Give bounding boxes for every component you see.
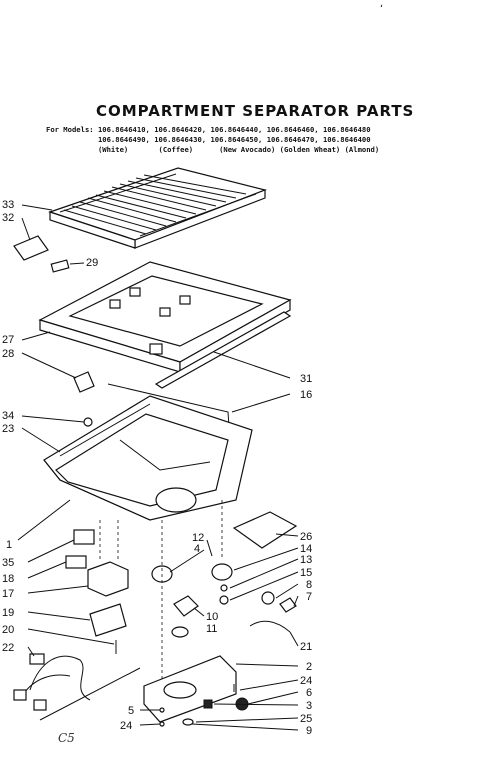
cam-part[interactable] (173, 595, 199, 617)
models-row-1: 106.8646410, 106.8646420, 106.8646440, 1… (97, 125, 371, 134)
separator-frame-part[interactable] (38, 261, 292, 374)
page-title: COMPARTMENT SEPARATOR PARTS (96, 102, 415, 120)
lamp-wire-part[interactable] (249, 620, 291, 633)
callout-3: 3 (306, 700, 312, 712)
callout-16: 16 (300, 389, 312, 401)
connector-part[interactable] (65, 555, 87, 569)
callout-14: 14 (300, 543, 312, 555)
callout-10: 10 (206, 611, 218, 623)
switch-part[interactable] (73, 529, 95, 545)
callout-21: 21 (300, 641, 312, 653)
small-screw-part[interactable] (159, 707, 165, 713)
signature: C5 (58, 731, 75, 745)
clip-part[interactable] (50, 259, 70, 273)
models-row-3: (White) (Coffee) (New Avocado) (Golden W… (97, 145, 380, 154)
callout-34: 34 (2, 410, 14, 422)
callout-8: 8 (306, 579, 312, 591)
callout-20: 20 (2, 624, 14, 636)
washer-part[interactable] (219, 595, 229, 605)
callout-5: 5 (128, 705, 134, 717)
top-mark: ʻ (380, 4, 384, 15)
lamp-part[interactable] (261, 591, 275, 605)
models-prefix: For Models: (46, 125, 94, 134)
callout-27: 27 (2, 334, 14, 346)
callout-12: 12 (192, 532, 204, 544)
wire-harness-part[interactable] (13, 653, 91, 711)
grommet-part[interactable] (83, 417, 93, 427)
callout-25: 25 (300, 713, 312, 725)
callout-28: 28 (2, 348, 14, 360)
spring-part[interactable] (220, 584, 228, 592)
pad-part[interactable] (232, 511, 298, 549)
callout-24-left: 24 (120, 720, 132, 732)
callout-7: 7 (306, 591, 312, 603)
callout-13: 13 (300, 554, 312, 566)
callout-17: 17 (2, 588, 14, 600)
callout-4: 4 (194, 543, 200, 555)
callout-26: 26 (300, 531, 312, 543)
callout-18: 18 (2, 573, 14, 585)
bracket-part[interactable] (89, 603, 127, 637)
callout-2: 2 (306, 661, 312, 673)
grille-cover-part[interactable] (48, 167, 267, 249)
foot-washer-part[interactable] (182, 718, 194, 726)
callout-19: 19 (2, 607, 14, 619)
label-card-part[interactable] (13, 235, 49, 261)
block-part[interactable] (73, 371, 95, 393)
callout-1: 1 (6, 539, 12, 551)
callout-31: 31 (300, 373, 312, 385)
callout-6: 6 (306, 687, 312, 699)
leader-lines (17, 204, 299, 731)
models-row-2: 106.8646490, 106.8646430, 106.8646450, 1… (97, 135, 371, 144)
callout-24-right: 24 (300, 675, 312, 687)
main-pan-part[interactable] (43, 395, 253, 521)
foot-part[interactable] (203, 699, 213, 709)
model-list: For Models: 106.8646410, 106.8646420, 10… (46, 125, 379, 155)
callout-29: 29 (86, 257, 98, 269)
callout-23: 23 (2, 423, 14, 435)
callout-33: 33 (2, 199, 14, 211)
callout-32: 32 (2, 212, 14, 224)
control-box-part[interactable] (87, 561, 129, 597)
cam-washer-part[interactable] (171, 626, 189, 638)
callout-15: 15 (300, 567, 312, 579)
strip-part[interactable] (154, 311, 292, 389)
callout-9: 9 (306, 725, 312, 737)
damper-knob-part[interactable] (211, 563, 233, 581)
small-screw-b-part[interactable] (159, 721, 165, 727)
callout-11: 11 (206, 623, 217, 635)
housing-part[interactable] (143, 655, 237, 723)
callout-22: 22 (2, 642, 14, 654)
lamp-socket-part[interactable] (279, 597, 297, 613)
callout-35: 35 (2, 557, 14, 569)
